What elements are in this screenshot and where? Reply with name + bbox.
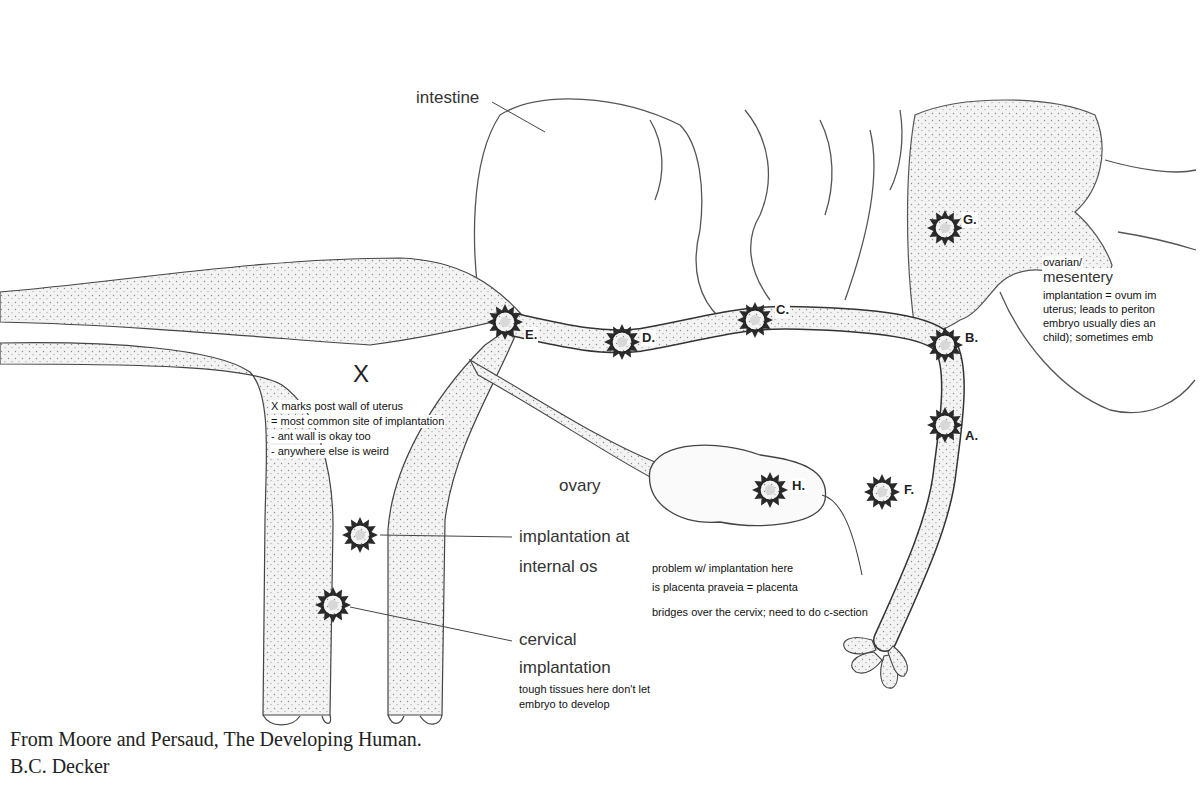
site-mark: X bbox=[352, 360, 370, 389]
note-text: child); sometimes emb bbox=[1042, 331, 1154, 344]
implantation-site bbox=[737, 302, 773, 338]
ovarian-ligament bbox=[470, 360, 655, 478]
note-text: embryo to develop bbox=[518, 698, 611, 711]
intestine-fold bbox=[1105, 160, 1196, 172]
implantation-site bbox=[752, 472, 788, 508]
note-text: - anywhere else is weird bbox=[270, 445, 390, 458]
intestine-loop bbox=[475, 99, 702, 318]
fimbria bbox=[888, 646, 907, 676]
implantation-site bbox=[342, 517, 378, 553]
uterine-tube bbox=[515, 318, 953, 640]
part-label: cervical implantation bbox=[518, 626, 632, 682]
fimbria-ovarica bbox=[822, 495, 862, 575]
note-text: embryo usually dies an bbox=[1042, 317, 1157, 330]
intestine-fold bbox=[1000, 292, 1195, 413]
callout-letter: B. bbox=[964, 330, 979, 346]
uterus-wall bbox=[388, 318, 522, 715]
note-text: - ant wall is okay too bbox=[270, 430, 372, 443]
part-label: mesentery bbox=[1042, 268, 1114, 286]
callout-letter: C. bbox=[775, 302, 790, 318]
cervix-lip bbox=[263, 715, 442, 725]
note-text: bridges over the cervix; need to do c-se… bbox=[651, 606, 869, 619]
note-text: = most common site of implantation bbox=[270, 415, 445, 428]
intestine-fold bbox=[1118, 232, 1196, 250]
ovary-shape bbox=[650, 445, 826, 525]
note-text: implantation = ovum im bbox=[1042, 289, 1157, 302]
implantation-site bbox=[315, 587, 351, 623]
intestine-fold bbox=[696, 230, 720, 318]
note-text: is placenta praveia = placenta bbox=[651, 581, 799, 594]
note-text: uterus; leads to periton bbox=[1042, 303, 1156, 316]
part-label: ovary bbox=[558, 476, 602, 496]
uterine-tube bbox=[515, 318, 953, 640]
part-label: implantation at internal os bbox=[518, 522, 660, 582]
uterus-wall bbox=[0, 343, 333, 715]
intestine-fold bbox=[745, 110, 770, 300]
intestine-fold bbox=[890, 110, 902, 190]
intestine-fold bbox=[845, 130, 874, 300]
implantation-site bbox=[864, 474, 900, 510]
fimbriae bbox=[844, 638, 908, 689]
fimbria bbox=[852, 652, 882, 673]
intestine-fold bbox=[650, 120, 662, 200]
callout-letter: E. bbox=[524, 327, 538, 343]
note-text: problem w/ implantation here bbox=[651, 562, 794, 575]
leader-line bbox=[350, 607, 512, 641]
leader-line bbox=[492, 102, 545, 132]
intestine-fold bbox=[820, 120, 832, 215]
intestine-outline bbox=[475, 99, 1196, 413]
fimbria bbox=[844, 638, 876, 654]
callout-letter: F. bbox=[903, 482, 915, 498]
implantation-site bbox=[604, 324, 640, 360]
callout-letter: D. bbox=[641, 330, 656, 346]
callout-letter: A. bbox=[964, 428, 979, 444]
implantation-site bbox=[927, 407, 963, 443]
note-text: tough tissues here don't let bbox=[518, 683, 651, 696]
implantation-site bbox=[487, 304, 523, 340]
leader-line bbox=[380, 535, 512, 537]
callout-letter: G. bbox=[962, 212, 978, 228]
callout-letter: H. bbox=[791, 478, 806, 494]
note-text: X marks post wall of uterus bbox=[270, 400, 404, 413]
figure-caption: From Moore and Persaud, The Developing H… bbox=[10, 726, 440, 780]
implantation-site bbox=[927, 327, 963, 363]
implantation-site bbox=[927, 210, 963, 246]
part-label: intestine bbox=[415, 88, 480, 108]
leader-lines bbox=[350, 102, 545, 641]
uterus-fundus bbox=[0, 258, 522, 345]
